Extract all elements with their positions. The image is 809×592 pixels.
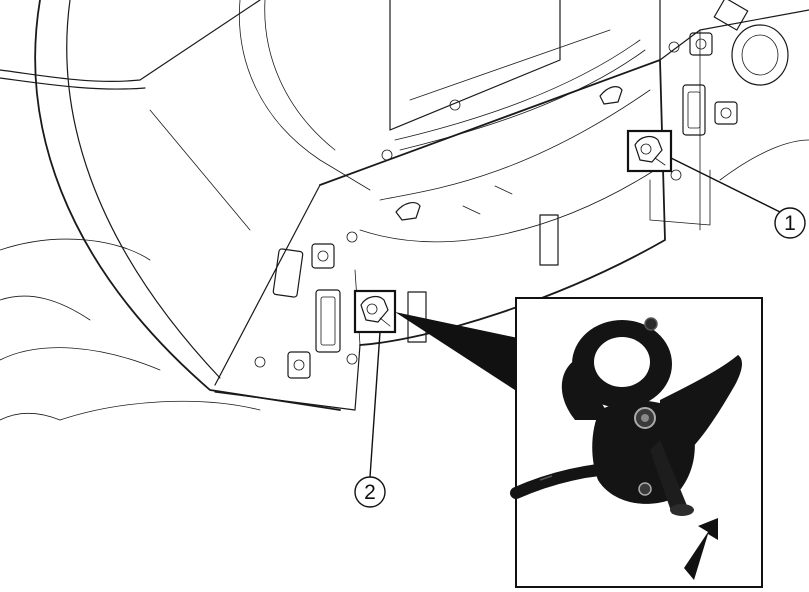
zoom-pointer: [395, 312, 518, 392]
front-shroud: [0, 0, 371, 421]
cable-release-lever-photo: [561, 317, 742, 516]
callout-1-number: 1: [784, 212, 796, 235]
detail-inset: [510, 297, 763, 588]
callout-2-circle: [354, 476, 386, 508]
lever-highlight-2: [353, 289, 397, 334]
callout-1: 1: [670, 157, 806, 239]
callout-2-number: 2: [364, 481, 376, 504]
lever-highlight-1: [626, 129, 673, 173]
callout-2: 2: [354, 331, 386, 508]
callout-1-circle: [774, 207, 806, 239]
right-housing: [649, 0, 809, 231]
up-right-pointing-arrow: [684, 518, 718, 580]
